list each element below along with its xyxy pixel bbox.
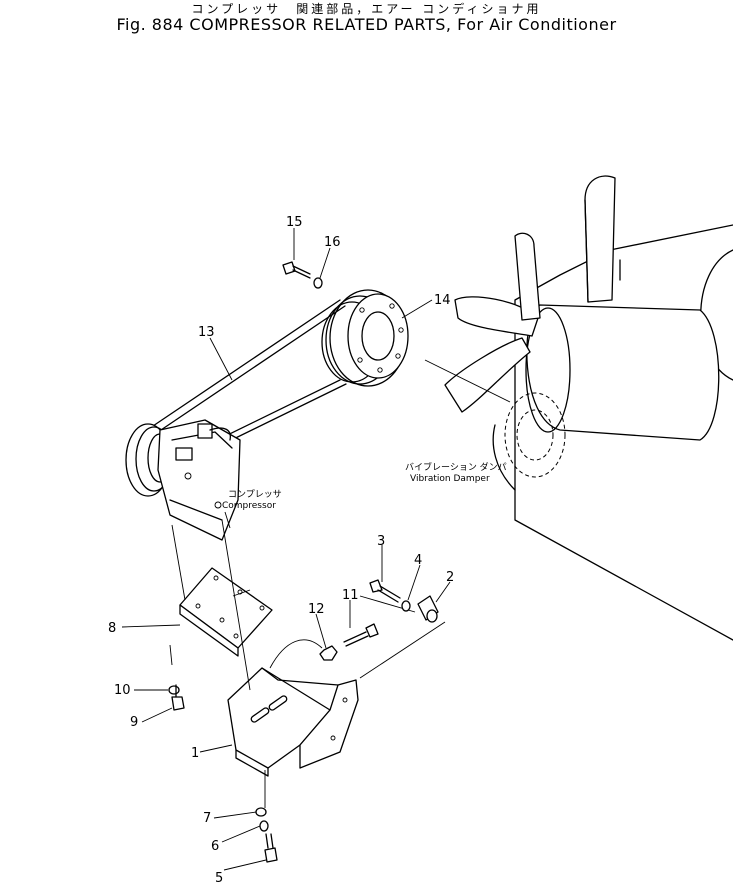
compressor-label-jp: コンプレッサ [228,489,282,500]
callout-9: 9 [130,715,138,730]
part-labels: コンプレッサ Compressor バイブレーション ダンパ Vibration… [222,461,507,511]
callout-10: 10 [114,683,131,698]
fan-blades [444,232,541,413]
vibration-damper-label-jp: バイブレーション ダンパ [405,461,507,473]
callout-3: 3 [377,534,385,549]
callout-6: 6 [211,839,219,854]
callout-1: 1 [191,746,199,761]
bracket-1 [227,667,359,777]
callout-5: 5 [215,871,223,886]
figure-title: Fig. 884 COMPRESSOR RELATED PARTS, For A… [116,15,617,34]
callout-numbers: 1 2 3 4 5 6 7 8 9 10 11 12 13 14 15 16 [108,215,454,886]
crank-pulley [321,289,409,387]
vibration-damper-label: Vibration Damper [410,474,490,484]
callout-8: 8 [108,621,116,636]
callout-14: 14 [434,293,451,308]
compressor-label: Compressor [222,501,276,511]
compressor [125,419,241,541]
callout-2: 2 [446,570,454,585]
engine-block [514,175,733,641]
vibration-damper [424,359,566,491]
callout-15: 15 [286,215,303,230]
callout-7: 7 [203,811,211,826]
figure-title-japanese: コンプレッサ 関連部品，エアー コンディショナ用 [191,2,542,16]
callout-13: 13 [198,325,215,340]
callout-12: 12 [308,602,325,617]
leader-lines [121,228,451,871]
callout-16: 16 [324,235,341,250]
callout-4: 4 [414,553,422,568]
callout-11: 11 [342,588,359,603]
bracket-8 [179,567,273,657]
hardware [168,261,439,863]
